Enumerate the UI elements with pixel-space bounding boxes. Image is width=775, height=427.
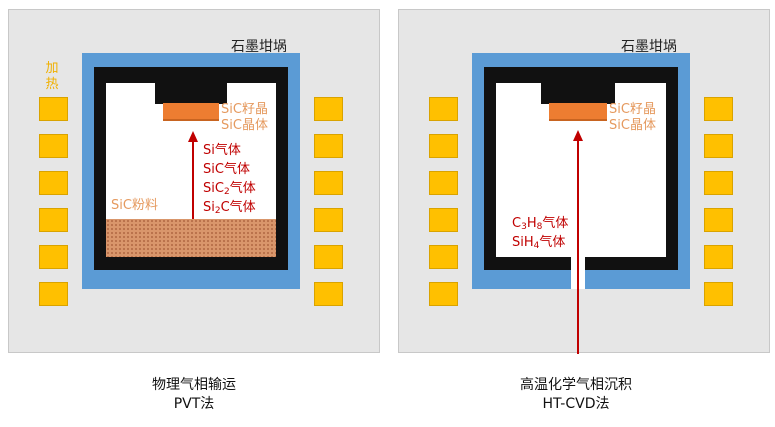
- gas-sic2: SiC2气体: [203, 181, 256, 197]
- crystal-label: SiC晶体: [221, 118, 268, 133]
- heater-coil: [704, 245, 733, 269]
- gas-flow-arrowhead: [573, 130, 583, 141]
- heater-coil: [314, 171, 343, 195]
- heater-coil: [39, 97, 68, 121]
- heater-coil: [314, 97, 343, 121]
- htcvd-caption: 高温化学气相沉积 HT-CVD法: [476, 376, 676, 414]
- vapor-flow-arrowhead: [188, 131, 198, 142]
- crucible-lid: [541, 80, 615, 104]
- heater-coil: [704, 97, 733, 121]
- heater-coil: [704, 134, 733, 158]
- heater-coil: [704, 171, 733, 195]
- gas-si: Si气体: [203, 143, 241, 158]
- pvt-caption-title: 物理气相输运: [152, 377, 236, 393]
- heater-coil: [314, 134, 343, 158]
- vapor-flow-arrow: [192, 141, 194, 219]
- heater-coil: [39, 208, 68, 232]
- sic-powder: [106, 219, 276, 257]
- crucible-lid: [155, 80, 227, 104]
- powder-label: SiC粉料: [111, 198, 158, 213]
- seed-label: SiC籽晶: [609, 102, 656, 117]
- gas-sic: SiC气体: [203, 162, 250, 177]
- crucible-label: 石墨坩埚: [621, 39, 677, 55]
- gas-sih4: SiH4气体: [512, 235, 566, 251]
- pvt-caption: 物理气相输运 PVT法: [94, 376, 294, 414]
- pvt-panel: 石墨坩埚 加 热 SiC籽晶 SiC晶体 SiC粉料 Si气体 SiC气体 Si…: [8, 9, 380, 353]
- pvt-caption-method: PVT法: [173, 396, 215, 412]
- heater-coil: [39, 282, 68, 306]
- heater-coil: [429, 171, 458, 195]
- gas-si2c: Si2C气体: [203, 200, 256, 216]
- seed-label: SiC籽晶: [221, 102, 268, 117]
- gas-flow-arrow: [577, 140, 579, 354]
- htcvd-panel: 石墨坩埚 SiC籽晶 SiC晶体 C3H8气体 SiH4气体: [398, 9, 770, 354]
- crystal-label: SiC晶体: [609, 118, 656, 133]
- heater-coil: [704, 208, 733, 232]
- heater-coil: [314, 245, 343, 269]
- heater-coil: [429, 208, 458, 232]
- htcvd-caption-method: HT-CVD法: [542, 396, 610, 412]
- crucible-label: 石墨坩埚: [231, 39, 287, 55]
- sic-seed-crystal: [549, 103, 607, 121]
- heater-coil: [429, 134, 458, 158]
- heater-coil: [429, 97, 458, 121]
- gas-c3h8: C3H8气体: [512, 216, 569, 232]
- heating-label-1: 加: [45, 61, 59, 76]
- heater-coil: [429, 245, 458, 269]
- heating-label-2: 热: [45, 77, 59, 92]
- sic-seed-crystal: [163, 103, 219, 121]
- heater-coil: [39, 171, 68, 195]
- heater-coil: [39, 134, 68, 158]
- heater-coil: [704, 282, 733, 306]
- heater-coil: [39, 245, 68, 269]
- heater-coil: [429, 282, 458, 306]
- heater-coil: [314, 282, 343, 306]
- htcvd-caption-title: 高温化学气相沉积: [520, 377, 632, 393]
- heater-coil: [314, 208, 343, 232]
